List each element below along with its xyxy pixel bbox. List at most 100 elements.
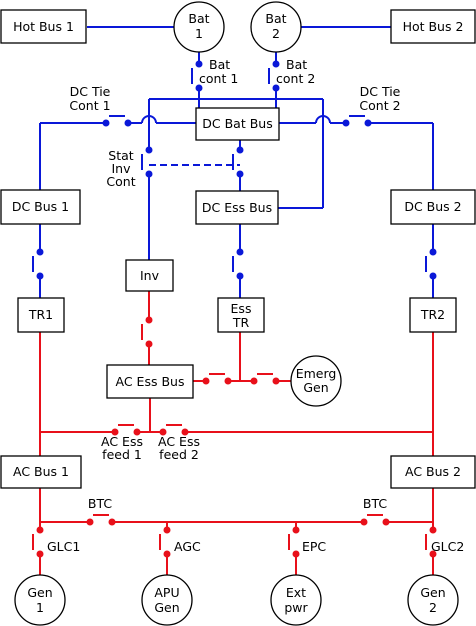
dc-bus-2-tr2-cont-terminal-b: [429, 272, 437, 280]
dc-bus-2-tr2-cont-terminal-a: [429, 248, 437, 256]
dc-ess-bus[interactable]: DC Ess Bus: [195, 190, 279, 225]
glc1-contactor[interactable]: [32, 526, 44, 558]
ac-bus-1[interactable]: AC Bus 1: [0, 455, 82, 489]
emergency-generator[interactable]: Emerg Gen: [290, 355, 342, 407]
dc-bus-2[interactable]: DC Bus 2: [390, 189, 476, 225]
stat-inv-cont-right-terminal-b: [236, 170, 244, 178]
dc-bus-1-tr1-cont-terminal-a: [36, 248, 44, 256]
contactor-labels: Bat cont 1 Bat cont 2 DC Tie Cont 1 DC T…: [47, 57, 464, 554]
ac-ess-emerg-cont-1-terminal-a: [202, 377, 210, 385]
hot-bus-2-label: Hot Bus 2: [403, 19, 464, 34]
ac-bus-2[interactable]: AC Bus 2: [390, 455, 476, 489]
btc-1-contactor[interactable]: [86, 514, 116, 526]
tr2[interactable]: TR2: [409, 297, 457, 333]
bat-cont-2-contactor[interactable]: [268, 60, 280, 92]
btc-2-contactor[interactable]: [360, 514, 390, 526]
ac-ess-feed-2-terminal-a: [159, 428, 167, 436]
btc-2-label: BTC: [363, 496, 387, 511]
ac-ess-emerg-cont-2-terminal-a: [250, 377, 258, 385]
inverter[interactable]: Inv: [125, 259, 174, 292]
battery-1[interactable]: Bat 1: [173, 1, 225, 53]
ac-ess-feed-2-terminal-b: [181, 428, 189, 436]
epc-contactor[interactable]: [288, 526, 300, 558]
dc-bus-1[interactable]: DC Bus 1: [0, 189, 81, 225]
battery-1-label-line1: Bat: [188, 11, 209, 26]
generator-2-label-line2: 2: [429, 600, 437, 615]
stat-inv-cont-right-terminal-a: [236, 146, 244, 154]
hot-bus-1[interactable]: Hot Bus 1: [0, 9, 87, 44]
dc-tie-cont-2-terminal-a: [342, 119, 350, 127]
ac-ess-bus[interactable]: AC Ess Bus: [106, 364, 194, 399]
external-power-label-line2: pwr: [284, 600, 308, 615]
ac-ess-emerg-cont-1-contactor[interactable]: [202, 373, 232, 385]
dc-bus-2-tr2-cont-contactor[interactable]: [425, 248, 437, 280]
epc-label: EPC: [302, 539, 326, 554]
glc1-terminal-a: [36, 526, 44, 534]
epc-terminal-a: [292, 526, 300, 534]
ac-ess-feed-1-terminal-a: [111, 428, 119, 436]
ac-ess-feed-2-label-line2: feed 2: [159, 447, 199, 462]
bat-cont-2-label-line2: cont 2: [276, 71, 315, 86]
external-power[interactable]: Ext pwr: [270, 574, 322, 626]
dc-bat-bus[interactable]: DC Bat Bus: [195, 107, 280, 141]
stat-inv-cont-label-line1: Stat: [108, 148, 133, 163]
ac-ess-emerg-cont-2-contactor[interactable]: [250, 373, 280, 385]
agc-contactor[interactable]: [159, 526, 171, 558]
bat-cont-1-terminal-b: [195, 84, 203, 92]
generator-2[interactable]: Gen 2: [407, 574, 459, 626]
dc-bat-bus-label: DC Bat Bus: [202, 116, 272, 131]
stat-inv-cont-label-line3: Cont: [106, 174, 135, 189]
dc-bus-1-tr1-cont-terminal-b: [36, 272, 44, 280]
dc-tie-cont-1-label-line2: Cont 1: [69, 98, 110, 113]
dc-bus-2-label: DC Bus 2: [404, 199, 461, 214]
btc-2-terminal-a: [360, 518, 368, 526]
generator-1-label-line2: 1: [36, 600, 44, 615]
tr1[interactable]: TR1: [17, 297, 65, 333]
battery-2[interactable]: Bat 2: [250, 1, 302, 53]
glc1-label: GLC1: [47, 539, 80, 554]
inverter-label: Inv: [140, 268, 160, 283]
apu-generator-label-line1: APU: [154, 585, 179, 600]
external-power-label-line1: Ext: [286, 585, 306, 600]
hot-bus-2[interactable]: Hot Bus 2: [390, 9, 476, 44]
btc-1-label: BTC: [88, 496, 112, 511]
dc-tie-cont-2-contactor[interactable]: [342, 115, 372, 127]
bat-cont-1-label-line1: Bat: [209, 57, 230, 72]
glc1-terminal-b: [36, 550, 44, 558]
bat-cont-2-label-line1: Bat: [286, 57, 307, 72]
agc-terminal-b: [163, 550, 171, 558]
hot-bus-1-label: Hot Bus 1: [13, 19, 74, 34]
dc-tie-cont-1-contactor[interactable]: [102, 115, 132, 127]
ac-ess-feed-2-contactor[interactable]: [159, 424, 189, 436]
ac-ess-feed-1-label-line1: AC Ess: [101, 434, 143, 449]
apu-generator-label-line2: Gen: [154, 600, 179, 615]
generator-2-label-line1: Gen: [420, 585, 445, 600]
bat-cont-1-contactor[interactable]: [191, 60, 203, 92]
dc-ess-tr-cont-contactor[interactable]: [232, 248, 244, 280]
ess-tr[interactable]: Ess TR: [217, 297, 265, 333]
dc-tie-cont-1-terminal-a: [102, 119, 110, 127]
tr1-label: TR1: [28, 307, 53, 322]
bat-cont-2-terminal-b: [272, 84, 280, 92]
inv-ac-ess-cont-terminal-a: [145, 316, 153, 324]
btc-1-terminal-b: [108, 518, 116, 526]
generator-1[interactable]: Gen 1: [14, 574, 66, 626]
stat-inv-cont-label-line2: Inv: [111, 161, 131, 176]
ac-ess-feed-1-contactor[interactable]: [111, 424, 141, 436]
glc2-label: GLC2: [431, 539, 464, 554]
ac-ess-feed-2-label-line1: AC Ess: [158, 434, 200, 449]
inv-ac-ess-cont-contactor[interactable]: [141, 316, 153, 348]
stat-inv-cont-right-contactor[interactable]: [232, 146, 244, 178]
dc-bus-1-label: DC Bus 1: [12, 199, 69, 214]
stat-inv-cont-left-contactor[interactable]: [141, 146, 153, 178]
battery-2-label-line2: 2: [272, 26, 280, 41]
glc2-terminal-a: [429, 526, 437, 534]
apu-generator[interactable]: APU Gen: [141, 574, 193, 626]
ess-tr-label-line2: TR: [232, 315, 250, 330]
battery-1-label-line2: 1: [195, 26, 203, 41]
dc-bus-1-tr1-cont-contactor[interactable]: [32, 248, 44, 280]
glc2-contactor[interactable]: [425, 526, 437, 558]
dc-tie-cont-1-terminal-b: [124, 119, 132, 127]
dc-tie-cont-1-label-line1: DC Tie: [70, 84, 111, 99]
bat-cont-2-terminal-a: [272, 60, 280, 68]
